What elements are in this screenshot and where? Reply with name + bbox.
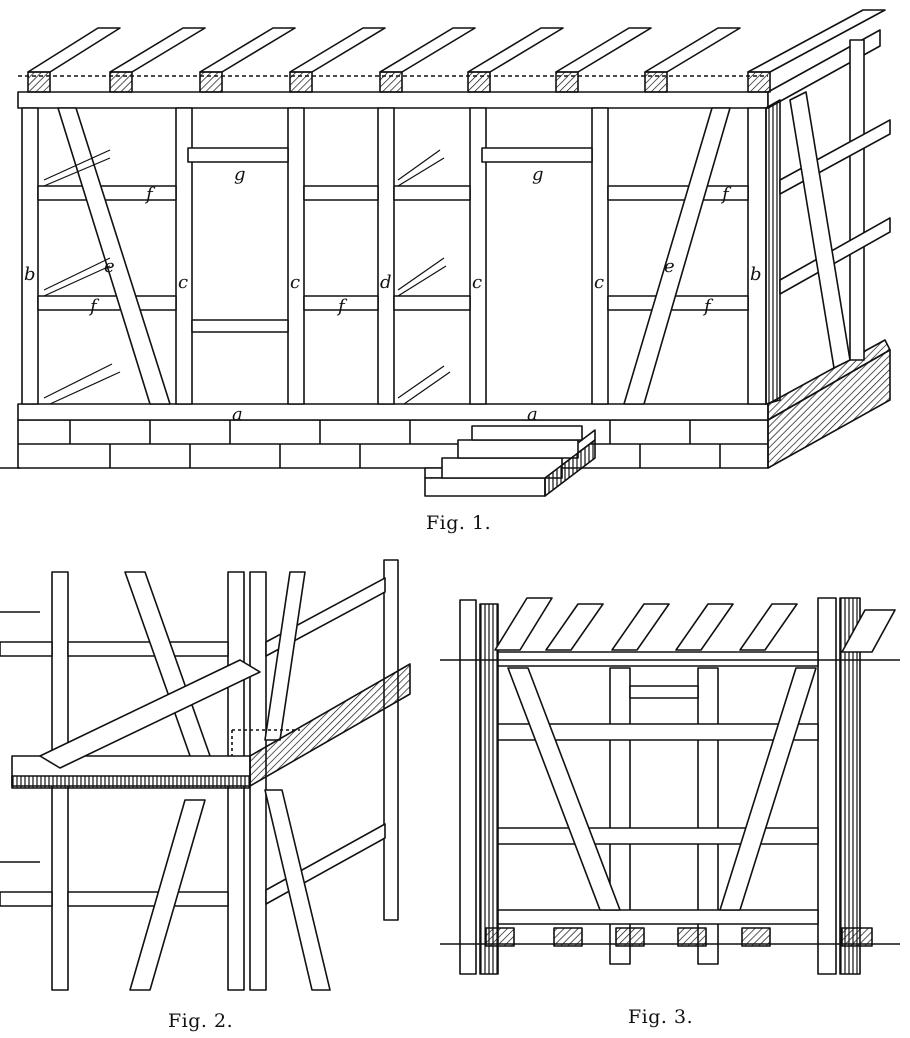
fig1-sill-beam [17,403,769,421]
fig1-caption: Fig. 1. [426,512,492,534]
label-e: e [104,256,115,277]
fig1-brace-left [57,107,171,405]
fig1-joists [18,9,886,93]
label-c: c [178,272,188,293]
fig1-stone-plinth [0,349,891,469]
fig1-lintel-g2 [481,147,593,163]
fig1-lintel-g1 [187,147,289,163]
fig1-entrance-steps [424,425,596,497]
fig1-post-c1 [175,107,193,405]
label-g: g [532,164,544,185]
label-a: a [232,404,243,425]
label-c: c [594,272,604,293]
fig3-wall-section [440,597,900,975]
fig1-rails [37,185,749,311]
fig1-post-d [377,107,395,405]
fig2-corner-joint [0,559,411,991]
fig2-caption: Fig. 2. [168,1010,234,1032]
fig1-corner-post-right [747,107,767,405]
label-b: b [750,264,762,285]
fig1-top-plate [17,91,769,109]
fig1-background-framing [43,149,451,405]
label-c: c [290,272,300,293]
label-g: g [234,164,246,185]
label-e: e [664,256,675,277]
fig3-caption: Fig. 3. [628,1006,694,1028]
fig1-post-c4 [591,107,609,405]
fig1-timber-frame-wall: a a b b c c c c d e e f f f f f g g [0,9,891,497]
fig1-post-c2 [287,107,305,405]
fig1-opening-rail [191,319,289,333]
label-a: a [527,404,538,425]
fig1-post-c3 [469,107,487,405]
fig1-corner-post-left [21,107,39,405]
label-d: d [380,272,392,293]
fig1-side-wall [765,39,891,405]
fig1-letter-labels: a a b b c c c c d e e f f f f f g g [24,164,762,425]
label-c: c [472,272,482,293]
label-b: b [24,264,36,285]
fig1-brace-right [623,107,731,405]
